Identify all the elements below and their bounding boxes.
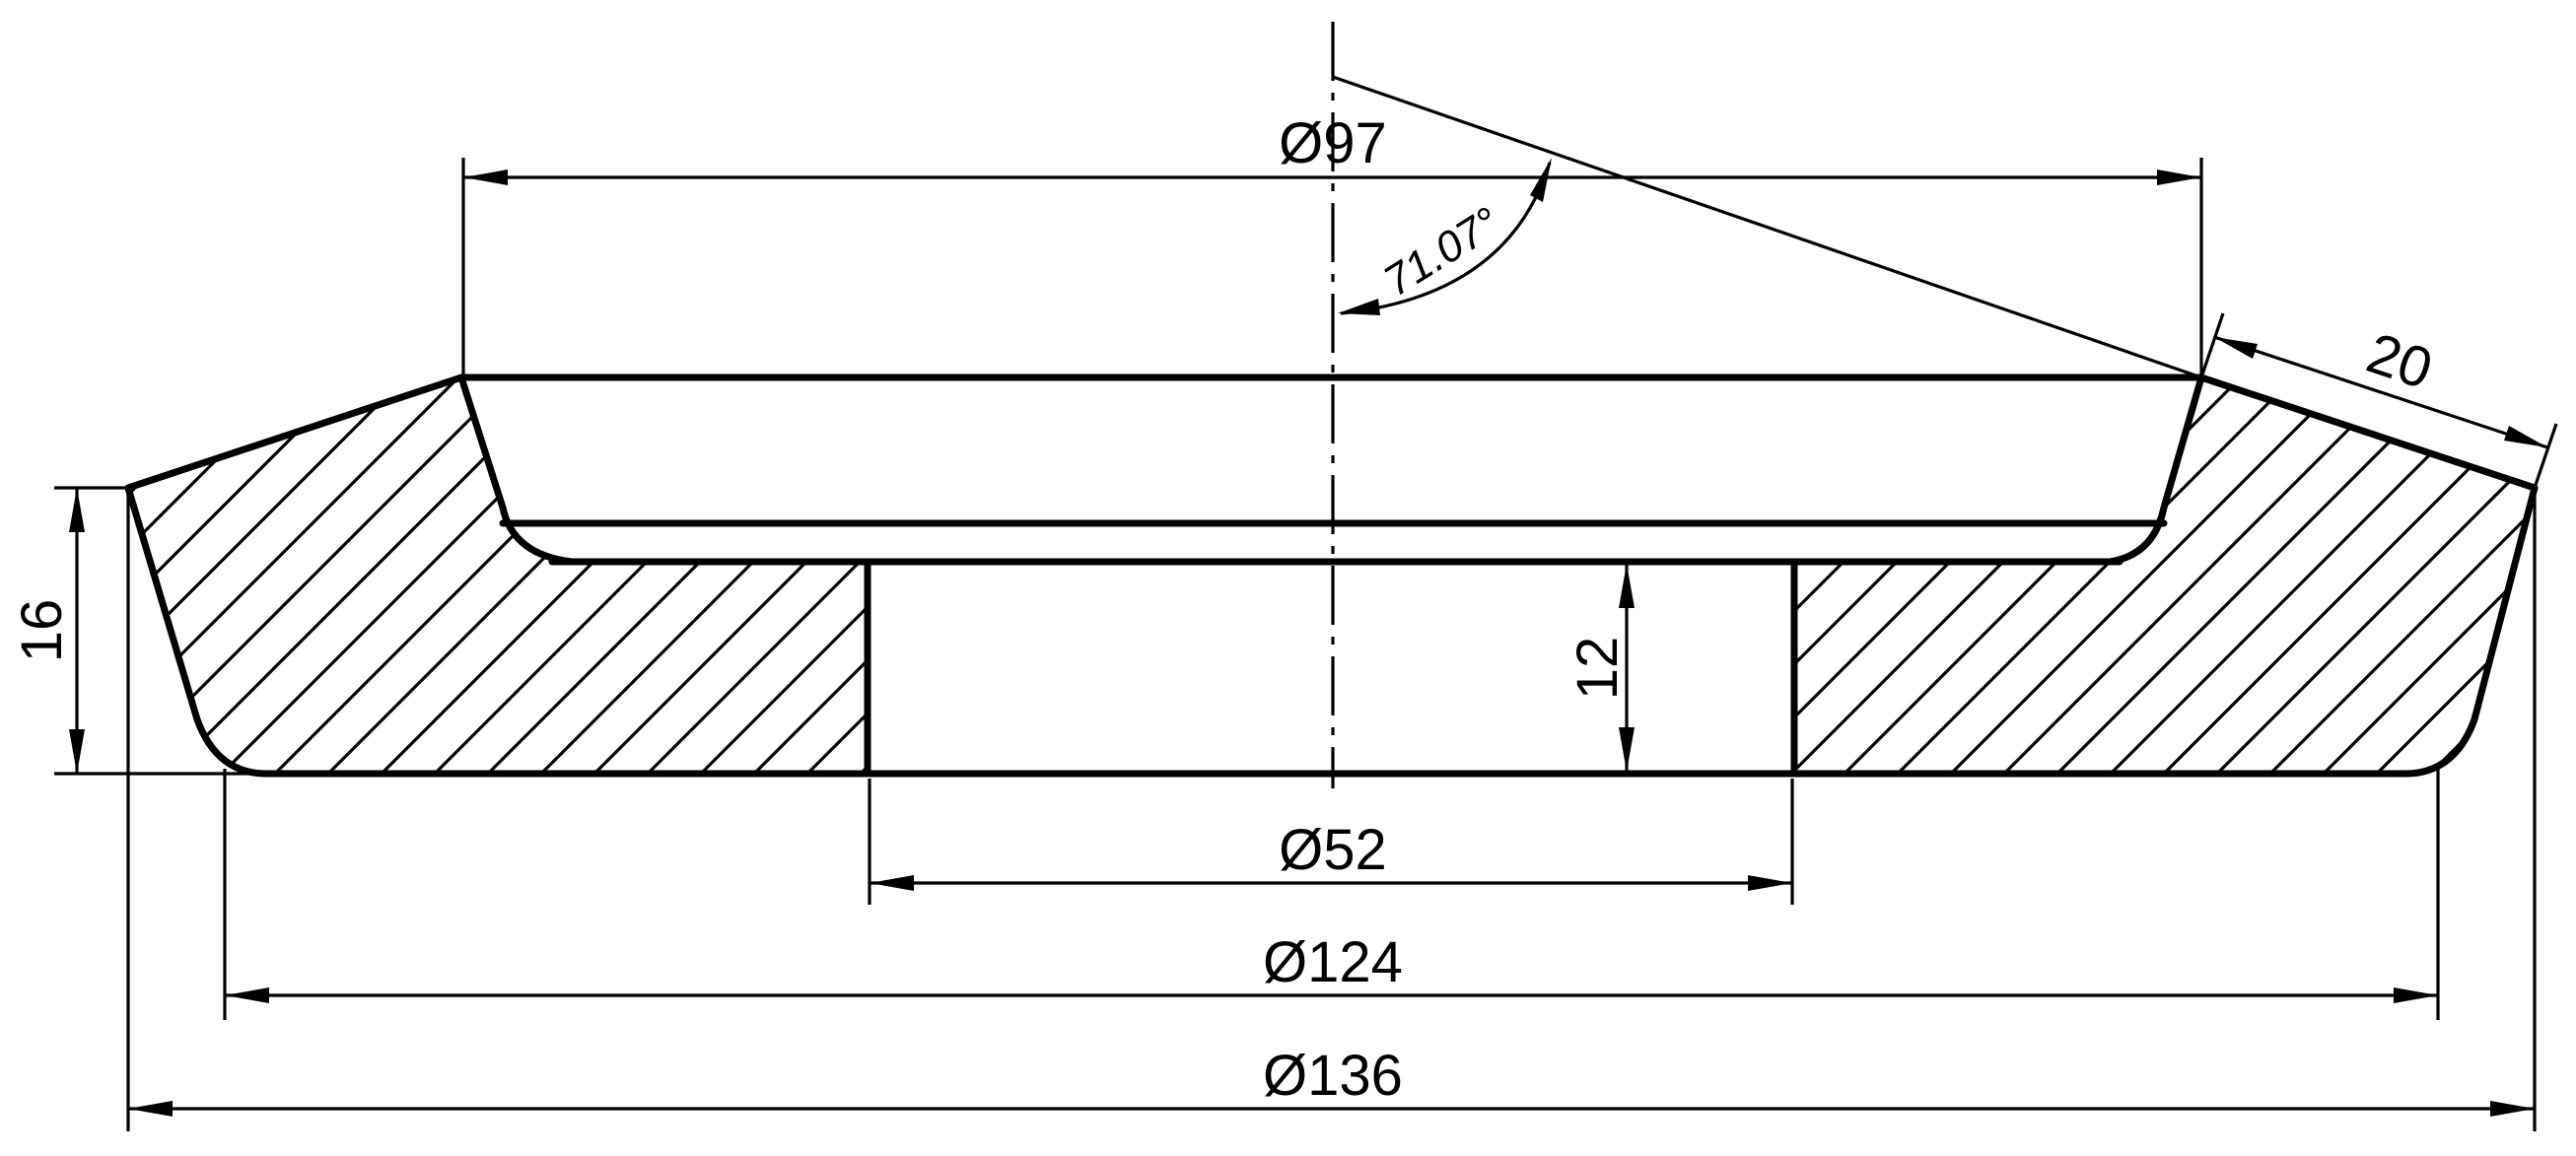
hatch-line (1881, 377, 2309, 774)
hatch-line (737, 377, 868, 774)
hatch-line (1006, 365, 1429, 788)
hatch-line (1059, 365, 1483, 788)
hatch-line (1272, 365, 1696, 788)
dia-52-label: Ø52 (1279, 818, 1387, 882)
hatch-line (2254, 377, 2535, 774)
dimension-depth-12: 12 (1566, 564, 1635, 772)
hatch-line (899, 365, 1323, 788)
hatch-line (152, 377, 580, 774)
angle-label: 71.07° (1375, 198, 1507, 306)
hatch-line (258, 377, 686, 774)
hatch-line (2094, 377, 2522, 774)
dimension-angle: 71.07° (1332, 75, 2202, 379)
dimension-dia-124: Ø124 (223, 769, 2440, 1020)
dimension-dia-136: Ø136 (126, 493, 2537, 1131)
hatch-line (418, 377, 846, 774)
hatch-line (578, 377, 868, 774)
hatch-line (128, 377, 420, 774)
hatch-line (1794, 377, 1830, 774)
hatch-line (1218, 365, 1642, 788)
dia-124-label: Ø124 (1263, 930, 1403, 994)
dimension-dia-97: Ø97 (461, 111, 2203, 374)
dimension-height-16: 16 (10, 486, 266, 776)
hatch-line (1987, 377, 2415, 774)
hatch-line (952, 365, 1376, 788)
hatch-line (2413, 377, 2535, 774)
hatch-line (205, 377, 633, 774)
hatch-line (2360, 377, 2535, 774)
dia-136-label: Ø136 (1263, 1044, 1403, 1108)
hatch-line (128, 377, 473, 774)
hatch-line (1794, 377, 2149, 774)
hatch-line (1794, 377, 2043, 774)
height-16-label: 16 (10, 599, 74, 663)
hatch-line (2520, 377, 2535, 774)
hatch-line (0, 365, 99, 788)
dimension-chamfer-20: 20 (2199, 312, 2558, 489)
hatch-line (631, 377, 868, 774)
hatch-line (471, 377, 868, 774)
hatch-line (524, 377, 868, 774)
hatching-right (1351, 365, 2535, 788)
depth-12-label: 12 (1566, 637, 1630, 701)
hatch-line (365, 377, 793, 774)
hatching-left (0, 365, 1696, 788)
hatch-line (1794, 377, 1883, 774)
hatch-line (684, 377, 868, 774)
dia-97-label: Ø97 (1279, 111, 1387, 175)
hatch-line (1794, 377, 1936, 774)
hatch-line (1165, 365, 1589, 788)
hatch-line (791, 377, 868, 774)
hatch-line (844, 377, 868, 774)
hatch-line (1934, 377, 2362, 774)
hatch-line (128, 377, 207, 774)
hatch-line (2200, 377, 2535, 774)
hatch-line (2041, 377, 2469, 774)
dimension-dia-52: Ø52 (868, 779, 1794, 905)
hatch-line (312, 377, 739, 774)
hatch-line (1794, 377, 2202, 774)
section-left-outline (124, 374, 871, 778)
hatch-line (1794, 377, 2096, 774)
hatch-line (1351, 365, 1775, 788)
hatch-line (1112, 365, 1536, 788)
